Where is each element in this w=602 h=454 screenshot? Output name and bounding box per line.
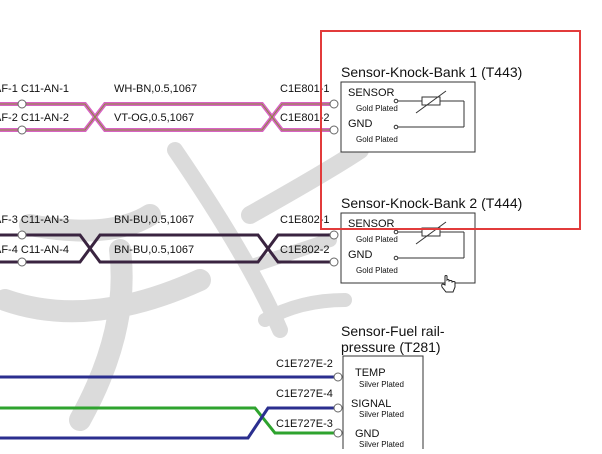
fuel-wires [0, 375, 334, 440]
component-title: Sensor-Knock-Bank 1 (T443) [341, 64, 522, 80]
plating-label: Silver Plated [359, 410, 404, 419]
component-box[interactable] [340, 212, 476, 284]
right-terminals [329, 99, 343, 438]
terminal-circle[interactable] [329, 257, 339, 267]
left-label: AF-3 C11-AN-3 [0, 214, 69, 226]
bank1-wires [0, 102, 330, 132]
component-title: pressure (T281) [341, 339, 441, 355]
plating-label: Gold Plated [356, 266, 398, 275]
sensor-symbol [393, 90, 465, 130]
wire-label: BN-BU,0.5,1067 [114, 214, 194, 226]
pin-label: TEMP [355, 367, 386, 379]
watermark-stroke [167, 142, 288, 338]
terminal-circle[interactable] [329, 125, 339, 135]
terminal-circle[interactable] [329, 230, 339, 240]
terminal-circle[interactable] [333, 428, 343, 438]
plating-label: Silver Plated [359, 380, 404, 389]
wire-vt-og-core [0, 103, 330, 131]
pin-label: SENSOR [348, 218, 395, 230]
wire-label: BN-BU,0.5,1067 [114, 244, 194, 256]
connector-label: C1E727E-4 [276, 388, 333, 400]
component-box[interactable] [342, 355, 424, 454]
wire-label: WH-BN,0.5,1067 [114, 83, 197, 95]
watermark-stroke [0, 269, 211, 323]
connector-label: C1E727E-2 [276, 358, 333, 370]
component-fuel-rail-pressure[interactable]: Sensor-Fuel rail- pressure (T281) TEMP S… [341, 323, 445, 454]
wire-signal[interactable] [0, 406, 334, 435]
selection-highlight [320, 30, 581, 230]
left-label: AF-2 C11-AN-2 [0, 112, 69, 124]
component-knock-bank2[interactable]: Sensor-Knock-Bank 2 (T444) SENSOR Gold P… [340, 195, 522, 284]
hand-cursor-icon [441, 275, 456, 293]
terminal-circle[interactable] [329, 99, 339, 109]
terminal-circle[interactable] [333, 372, 343, 382]
wire-bn-bu-2[interactable] [0, 233, 330, 264]
terminal-circle[interactable] [17, 230, 27, 240]
wire-wh-bn-core [0, 103, 330, 131]
pin-label: GND [348, 118, 373, 130]
pin-label: SIGNAL [351, 398, 391, 410]
terminal-circle[interactable] [17, 99, 27, 109]
wire-bn-bu-1[interactable] [0, 233, 330, 264]
connector-label: C1E802-1 [280, 214, 330, 226]
connector-label: C1E801-2 [280, 112, 330, 124]
watermark-stroke [19, 204, 161, 242]
terminal-circle[interactable] [333, 403, 343, 413]
plating-label: Silver Plated [359, 440, 404, 449]
pin-label: GND [355, 428, 380, 440]
plating-label: Gold Plated [356, 235, 398, 244]
bank2-wires [0, 233, 330, 264]
left-label: AF-4 C11-AN-4 [0, 244, 69, 256]
wire-label: VT-OG,0.5,1067 [114, 112, 194, 124]
watermark-stroke [241, 141, 369, 224]
wire-gnd[interactable] [0, 406, 334, 440]
pin-label: GND [348, 249, 373, 261]
watermark-stroke [69, 239, 133, 431]
component-box[interactable] [340, 81, 476, 153]
watermark-stroke [258, 293, 352, 327]
component-title: Sensor-Knock-Bank 2 (T444) [341, 195, 522, 211]
terminal-circle[interactable] [17, 125, 27, 135]
connector-label: C1E727E-3 [276, 418, 333, 430]
plating-label: Gold Plated [356, 135, 398, 144]
pin-label: SENSOR [348, 87, 395, 99]
watermark-stroke [248, 233, 337, 272]
watermark [0, 141, 369, 431]
terminal-circle[interactable] [17, 257, 27, 267]
plating-label: Gold Plated [356, 104, 398, 113]
connector-label: C1E801-1 [280, 83, 330, 95]
component-title: Sensor-Fuel rail- [341, 323, 445, 339]
sensor-symbol [393, 221, 465, 261]
connector-label: C1E802-2 [280, 244, 330, 256]
component-knock-bank1[interactable]: Sensor-Knock-Bank 1 (T443) SENSOR Gold P… [340, 64, 522, 153]
left-label: AF-1 C11-AN-1 [0, 83, 69, 95]
left-terminals [17, 99, 27, 267]
